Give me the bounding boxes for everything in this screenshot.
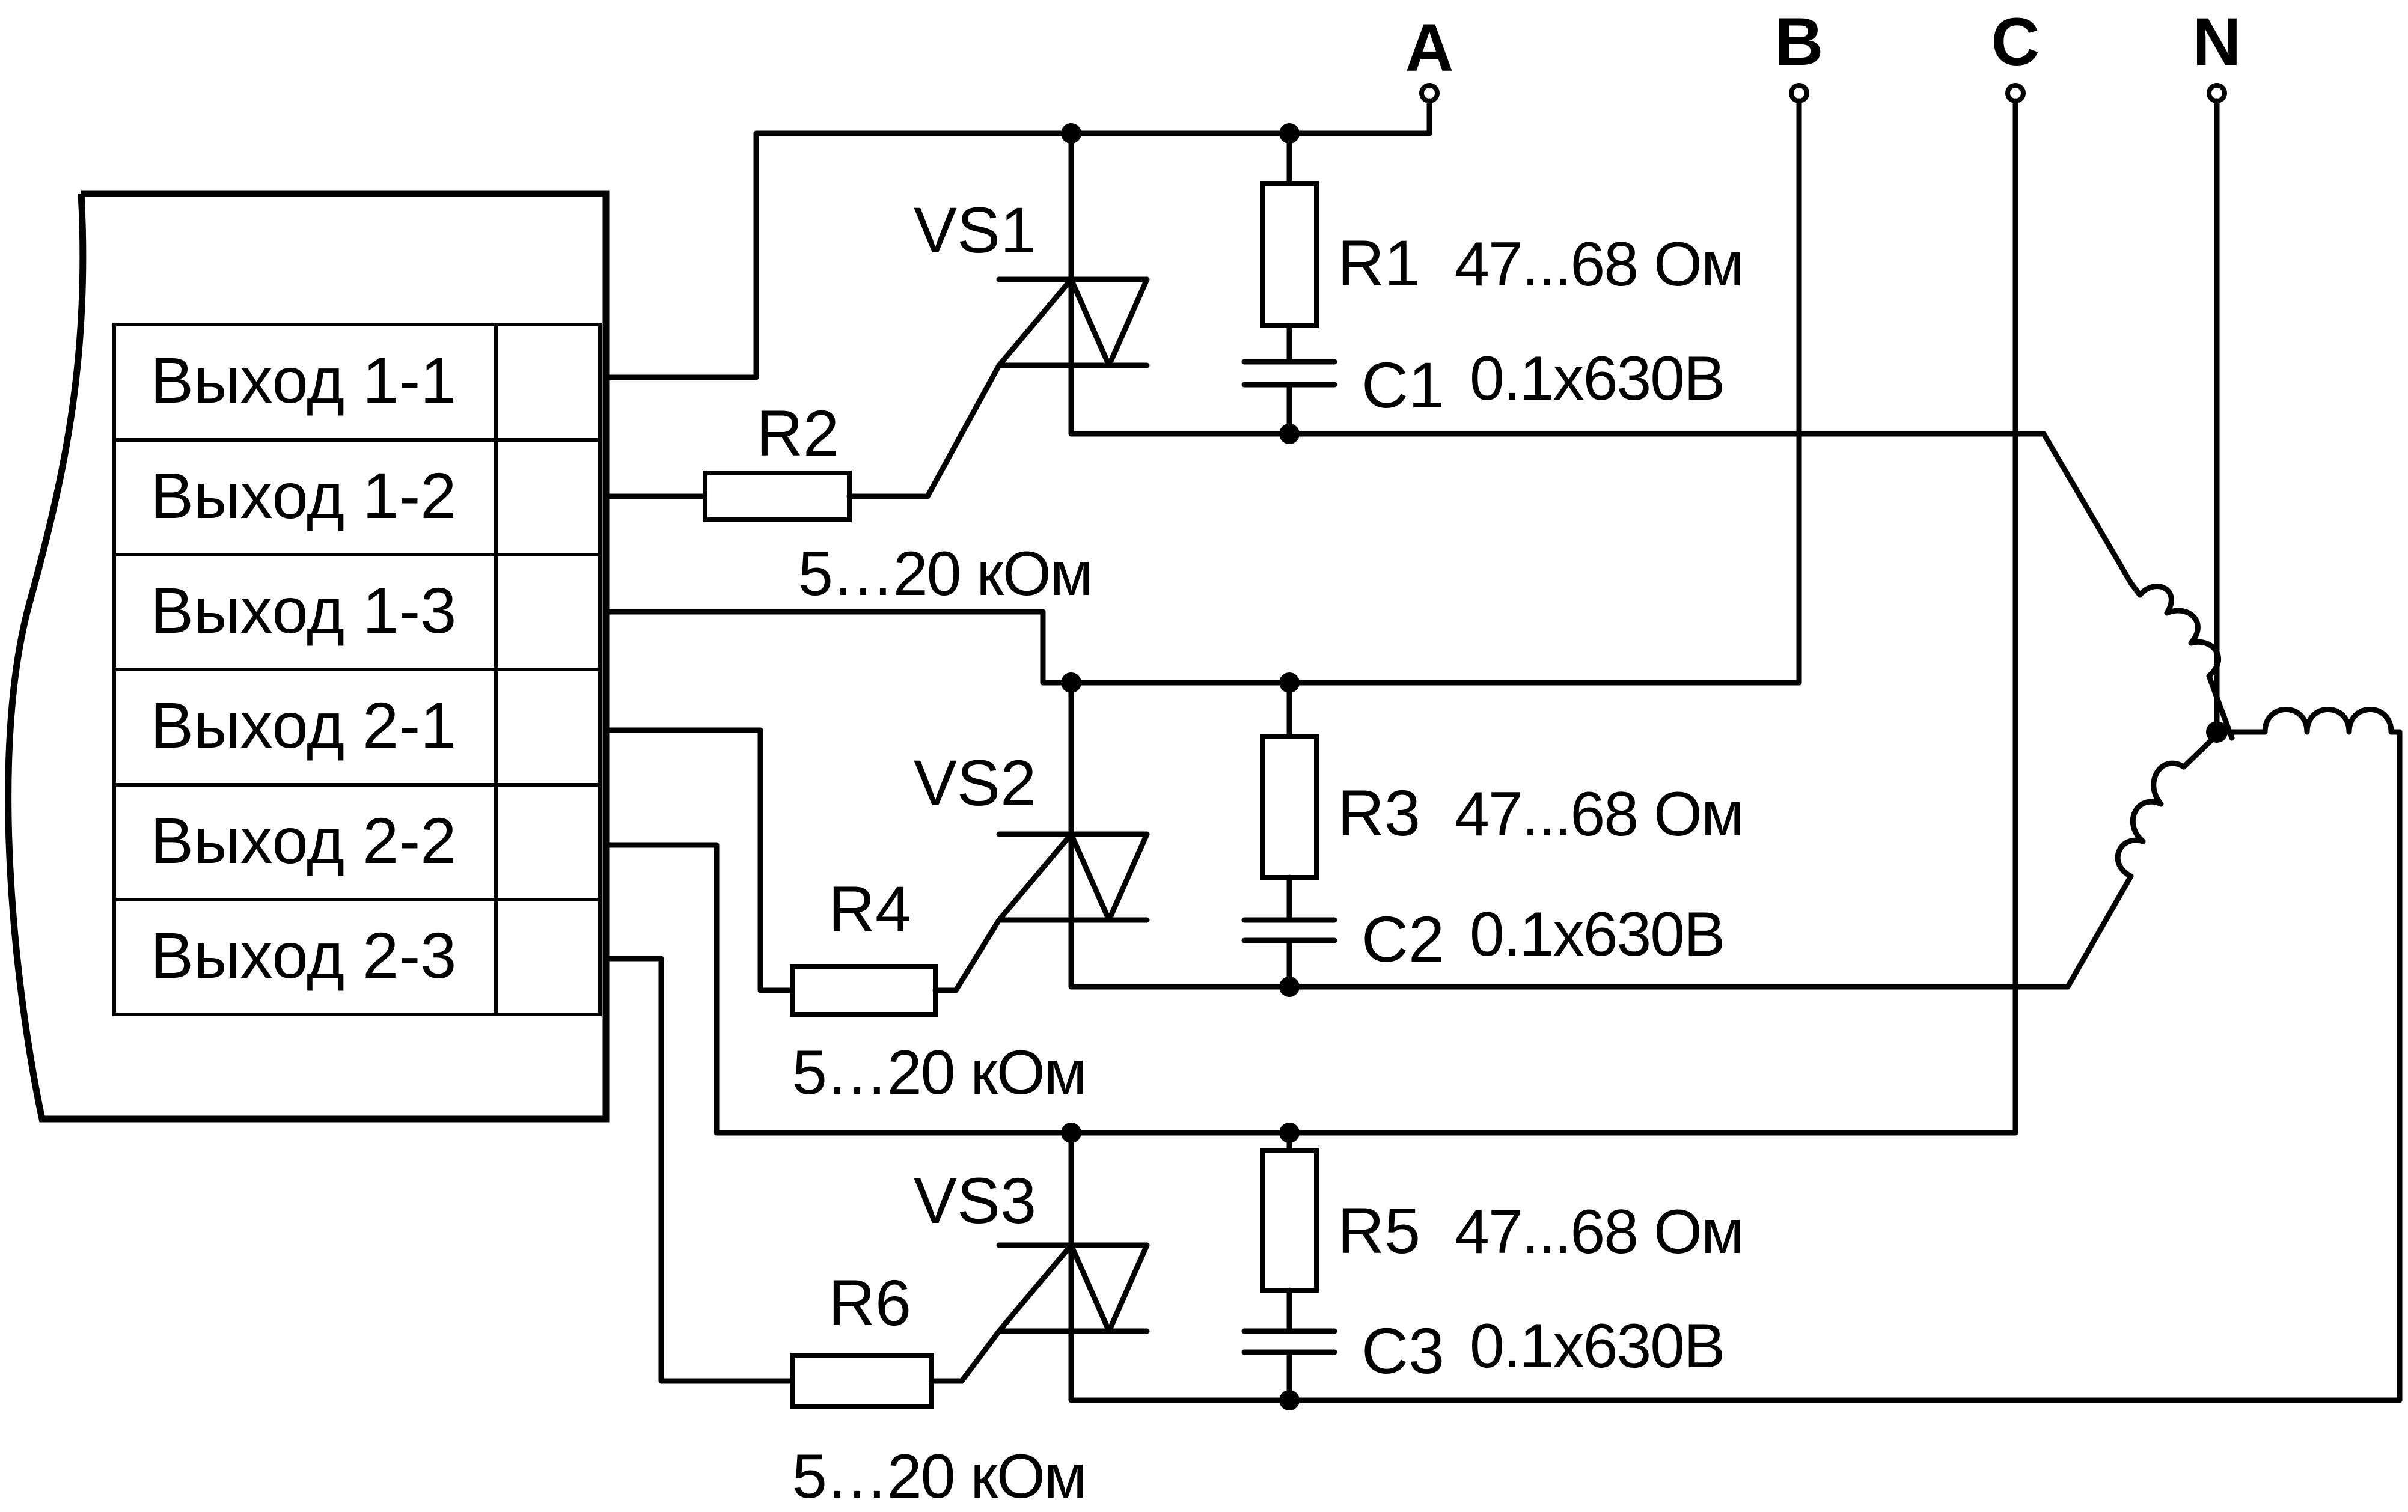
- star-load: [2115, 98, 2403, 879]
- triac-vs2: [996, 831, 1150, 923]
- value-r1: 47...68 Ом: [1455, 230, 1743, 299]
- wire-out-2-2: [603, 98, 2018, 1136]
- terminal-label-c: C: [1991, 4, 2040, 79]
- controller-device: Выход 1-1 Выход 1-2 Выход 1-3 Выход 2-1 …: [5, 190, 610, 1123]
- channel-2: VS2 R4 5…20 кОм R3 47...68 Ом C2 0.1х630…: [603, 98, 2134, 1108]
- value-r5: 47...68 Ом: [1455, 1197, 1743, 1267]
- label-r5: R5: [1337, 1194, 1420, 1267]
- resistor-r3: [1260, 734, 1319, 880]
- channel-3: VS3 R6 5…20 кОм R5 47...68 Ом C3 0.1х630…: [603, 98, 2403, 1511]
- wire-out-1-1: [603, 98, 1432, 380]
- value-c2: 0.1х630В: [1470, 900, 1724, 969]
- label-c2: C2: [1361, 903, 1444, 975]
- label-vs3: VS3: [914, 1164, 1036, 1237]
- output-label-1-2: Выход 1-2: [150, 459, 456, 532]
- resistor-r6: [790, 1353, 934, 1409]
- label-r3: R3: [1337, 776, 1420, 849]
- label-vs1: VS1: [914, 194, 1036, 266]
- terminal-label-n: N: [2193, 4, 2241, 79]
- label-r6: R6: [828, 1266, 911, 1339]
- output-label-2-2: Выход 2-2: [150, 804, 456, 877]
- winding-c: [2262, 707, 2403, 735]
- label-r4: R4: [828, 873, 911, 945]
- resistor-r4: [790, 964, 938, 1017]
- label-vs2: VS2: [914, 746, 1036, 819]
- output-label-1-1: Выход 1-1: [150, 344, 456, 416]
- triac-vs1: [996, 276, 1150, 368]
- resistor-r5: [1260, 1148, 1319, 1293]
- channel-1: VS1 R2 5…20 кОм R1 47...68 Ом C1 0.1х630…: [603, 98, 2134, 609]
- resistor-r2: [703, 471, 852, 522]
- value-c3: 0.1х630В: [1470, 1311, 1724, 1381]
- label-r2: R2: [756, 397, 839, 469]
- value-r6: 5…20 кОм: [792, 1442, 1086, 1511]
- triac-vs3: [996, 1242, 1150, 1334]
- winding-a: [2137, 584, 2235, 741]
- label-c3: C3: [1361, 1314, 1444, 1387]
- phase-terminals: A B C N: [1405, 4, 2241, 103]
- label-r1: R1: [1337, 227, 1420, 299]
- value-r4: 5…20 кОм: [792, 1038, 1086, 1108]
- wire-out-1-3: [603, 98, 1802, 686]
- device-outline: [5, 190, 610, 1123]
- value-r3: 47...68 Ом: [1455, 779, 1743, 849]
- label-c1: C1: [1361, 349, 1444, 421]
- wire-out-2-3: [603, 956, 795, 1384]
- output-connectors: [603, 374, 616, 962]
- terminal-label-b: B: [1775, 4, 1824, 79]
- value-r2: 5…20 кОм: [798, 539, 1092, 609]
- star-point: [2206, 721, 2228, 743]
- terminal-label-a: A: [1405, 10, 1454, 85]
- wire-out-2-1: [603, 727, 795, 993]
- output-label-2-3: Выход 2-3: [150, 919, 456, 992]
- value-c1: 0.1х630В: [1470, 344, 1724, 413]
- resistor-r1: [1260, 181, 1319, 328]
- output-label-1-3: Выход 1-3: [150, 574, 456, 647]
- winding-b: [2115, 729, 2223, 879]
- output-label-2-1: Выход 2-1: [150, 689, 456, 761]
